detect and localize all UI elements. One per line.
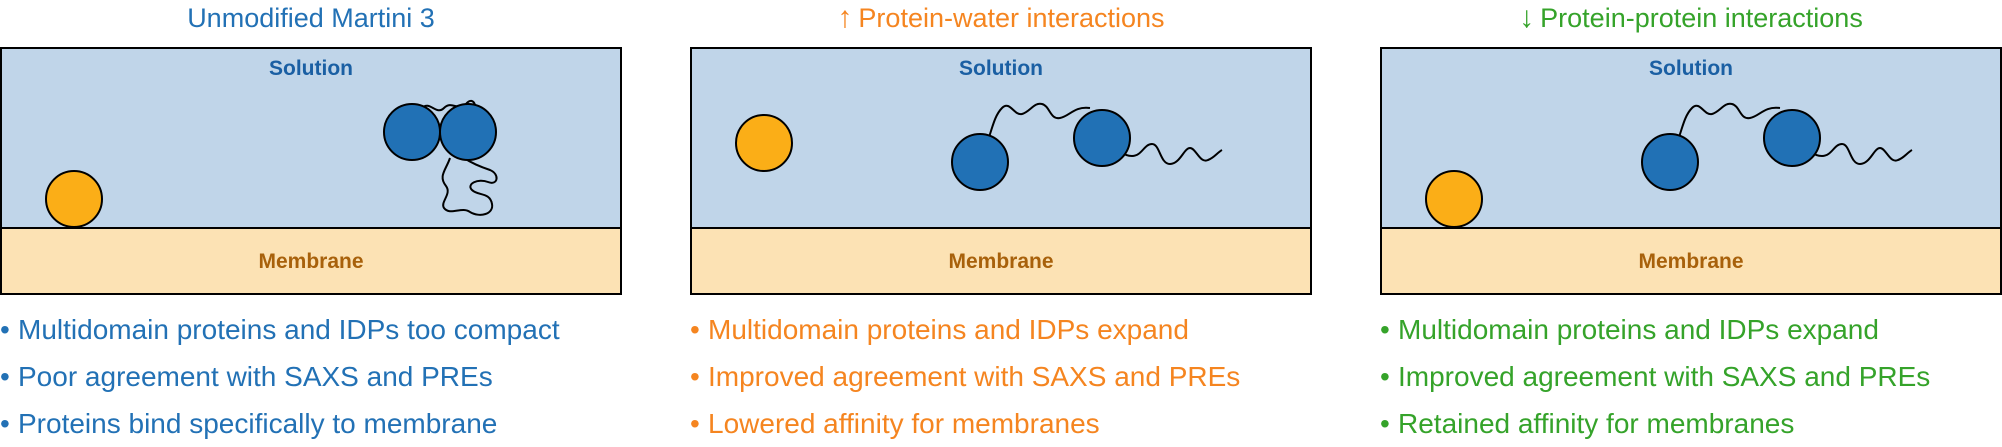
bullet-text: Lowered affinity for membranes <box>708 408 1100 439</box>
ligand-ball <box>1425 170 1483 228</box>
ligand-ball <box>735 114 793 172</box>
bullet-text: Retained affinity for membranes <box>1398 408 1795 439</box>
bullet-item: • Multidomain proteins and IDPs expand <box>1380 306 2002 353</box>
bullet-item: • Proteins bind specifically to membrane <box>0 400 640 447</box>
bullet-dot: • <box>1380 361 1390 392</box>
panel-title-text: Protein-protein interactions <box>1540 2 1863 33</box>
solution-label: Solution <box>269 57 353 80</box>
panel-unmodified: Unmodified Martini 3 Solution Membrane •… <box>0 0 622 444</box>
panel-title: ↑ Protein-water interactions <box>690 0 1312 36</box>
solution-region <box>1380 47 2002 229</box>
bullet-text: Improved agreement with SAXS and PREs <box>708 361 1241 392</box>
bullet-text: Proteins bind specifically to membrane <box>18 408 498 439</box>
bullet-item: • Multidomain proteins and IDPs too compa… <box>0 306 640 353</box>
idp-linker-chain <box>1675 102 1781 147</box>
panel-title: ↓ Protein-protein interactions <box>1380 0 2002 36</box>
panel-title-text: Protein-water interactions <box>858 2 1165 33</box>
protein-domain <box>1763 109 1821 167</box>
ligand-ball <box>45 170 103 228</box>
membrane-region <box>1380 227 2002 295</box>
bullet-dot: • <box>690 361 700 392</box>
solution-label: Solution <box>1649 57 1733 80</box>
idp-tail-chain <box>1099 133 1223 166</box>
simulation-scene: Solution Membrane <box>690 47 1312 295</box>
panel-protein-protein: ↓ Protein-protein interactions Solution … <box>1380 0 2002 444</box>
up-arrow-icon: ↑ <box>837 1 853 34</box>
protein-domain <box>439 103 497 161</box>
bullet-dot: • <box>690 408 700 439</box>
panel-protein-water: ↑ Protein-water interactions Solution Me… <box>690 0 1312 444</box>
bullet-text: Poor agreement with SAXS and PREs <box>18 361 493 392</box>
idp-linker-chain <box>985 102 1091 147</box>
protein-domain <box>383 103 441 161</box>
bullet-list: • Multidomain proteins and IDPs too compa… <box>0 306 640 447</box>
simulation-scene: Solution Membrane <box>1380 47 2002 295</box>
bullet-dot: • <box>0 361 10 392</box>
down-arrow-icon: ↓ <box>1519 1 1535 34</box>
bullet-item: • Improved agreement with SAXS and PREs <box>1380 353 2002 400</box>
membrane-label: Membrane <box>948 250 1053 273</box>
bullet-dot: • <box>690 314 700 345</box>
bullet-dot: • <box>0 408 10 439</box>
membrane-label: Membrane <box>258 250 363 273</box>
bullet-text: Multidomain proteins and IDPs too compac… <box>18 314 560 345</box>
bullet-text: Improved agreement with SAXS and PREs <box>1398 361 1931 392</box>
bullet-dot: • <box>1380 314 1390 345</box>
panel-title-text: Unmodified Martini 3 <box>187 2 435 33</box>
bullet-item: • Poor agreement with SAXS and PREs <box>0 353 640 400</box>
bullet-text: Multidomain proteins and IDPs expand <box>708 314 1189 345</box>
bullet-item: • Improved agreement with SAXS and PREs <box>690 353 1330 400</box>
solution-region <box>690 47 1312 229</box>
bullet-item: • Retained affinity for membranes <box>1380 400 2002 447</box>
protein-domain <box>1073 109 1131 167</box>
membrane-region <box>690 227 1312 295</box>
solution-region <box>0 47 622 229</box>
bullet-dot: • <box>0 314 10 345</box>
solution-label: Solution <box>959 57 1043 80</box>
bullet-item: • Lowered affinity for membranes <box>690 400 1330 447</box>
bullet-text: Multidomain proteins and IDPs expand <box>1398 314 1879 345</box>
idp-tail-chain <box>1789 133 1913 166</box>
membrane-label: Membrane <box>1638 250 1743 273</box>
bullet-item: • Multidomain proteins and IDPs expand <box>690 306 1330 353</box>
protein-domain <box>1641 133 1699 191</box>
bullet-list: • Multidomain proteins and IDPs expand • I… <box>690 306 1330 447</box>
simulation-scene: Solution Membrane <box>0 47 622 295</box>
protein-domain <box>951 133 1009 191</box>
membrane-region <box>0 227 622 295</box>
panel-title: Unmodified Martini 3 <box>0 0 622 36</box>
idp-chain-bottom <box>441 157 498 216</box>
bullet-dot: • <box>1380 408 1390 439</box>
bullet-list: • Multidomain proteins and IDPs expand • I… <box>1380 306 2002 447</box>
